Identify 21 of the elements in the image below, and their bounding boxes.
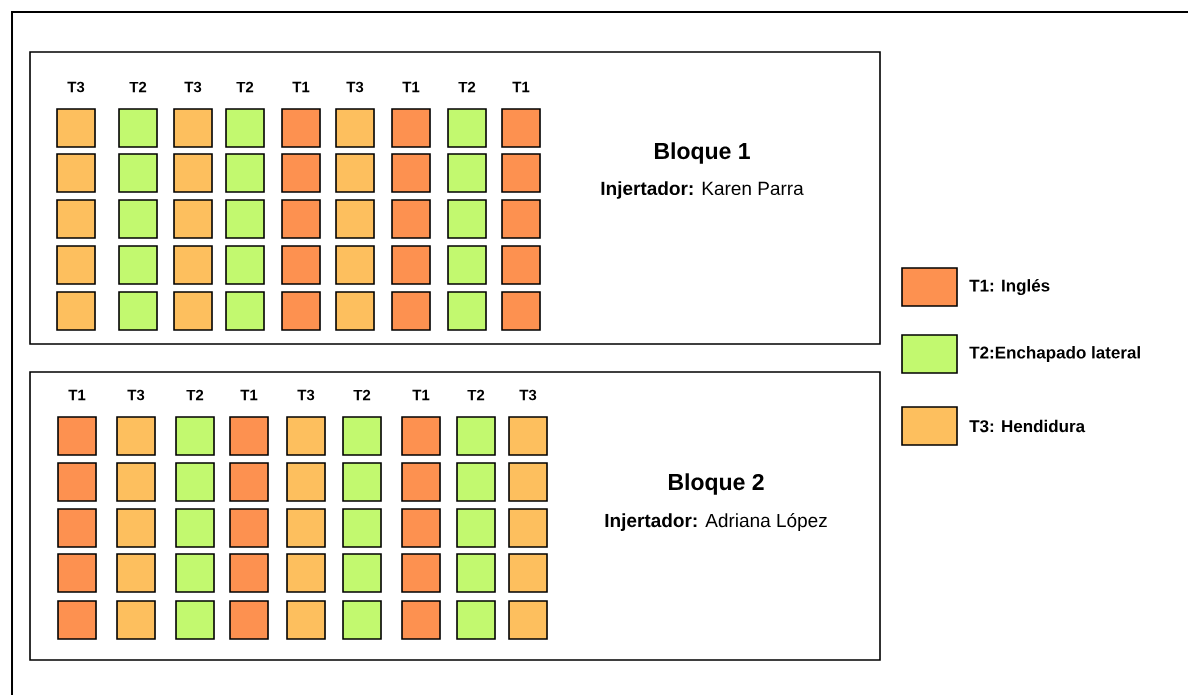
column-label: T3 [519, 389, 537, 401]
column-label: T1 [512, 81, 530, 93]
column-label: T1 [402, 81, 420, 93]
column-label: T1 [240, 389, 258, 401]
column-label: T2 [186, 389, 204, 401]
column-label: T2 [458, 81, 476, 93]
column-label: T1 [68, 389, 86, 401]
column-label: T1 [412, 389, 430, 401]
legend-label: T2:Enchapado lateral [969, 346, 1140, 362]
column-label: T2 [236, 81, 254, 93]
legend-label: T1: Inglés [969, 278, 1050, 296]
legend-label: T3: Hendidura [969, 419, 1086, 433]
column-label: T2 [467, 389, 485, 401]
column-label: T2 [353, 389, 371, 401]
column-label: T1 [292, 81, 310, 93]
column-label: T3 [184, 81, 202, 93]
column-label: T3 [297, 389, 315, 401]
column-label: T3 [346, 81, 364, 93]
column-label: T3 [127, 389, 145, 401]
column-label: T3 [67, 81, 85, 93]
column-label: T2 [129, 81, 147, 93]
